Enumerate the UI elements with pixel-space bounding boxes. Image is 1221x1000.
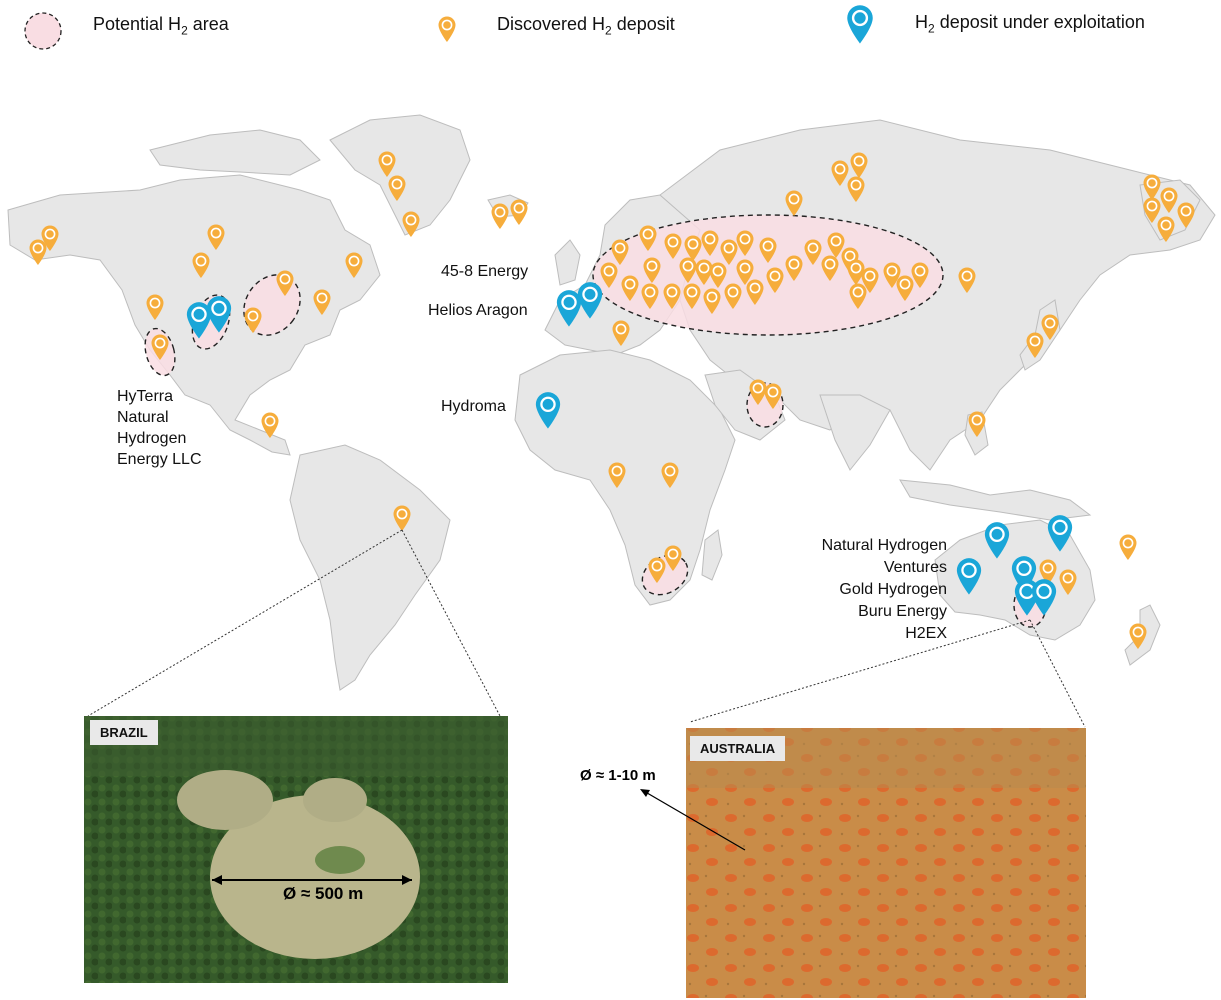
company-h2ex: H2EX xyxy=(905,625,947,642)
india xyxy=(819,394,891,471)
brazil-photo-title: BRAZIL xyxy=(90,720,158,745)
callout-lines xyxy=(87,529,1086,728)
legend-potential-text: Potential H xyxy=(93,14,182,34)
brazil-measure-label: Ø ≈ 500 m xyxy=(283,884,364,903)
discovered-deposit-pin-icon xyxy=(1118,533,1138,561)
brazil-photo xyxy=(84,716,508,983)
legend-exploited-text: H xyxy=(915,12,928,32)
legend-potential-subscript: 2 xyxy=(181,23,188,38)
australia-photo-title: AUSTRALIA xyxy=(690,736,786,761)
legend-discovered-label: Discovered H2 deposit xyxy=(497,14,675,38)
legend-discovered-text: Discovered H xyxy=(497,14,606,34)
company-45-8-energy: 45-8 Energy xyxy=(441,263,529,280)
company-natural-hydrogen: Natural Hydrogen xyxy=(821,537,947,554)
australia-photo xyxy=(640,728,1086,998)
madagascar xyxy=(701,529,723,581)
company-buru-energy: Buru Energy xyxy=(858,603,947,620)
company-ventures: Ventures xyxy=(883,559,947,576)
company-hyterra-line1: HyTerra xyxy=(117,388,174,405)
discovered-deposit-pin-icon xyxy=(490,202,510,230)
discovered-deposit-pin-icon xyxy=(509,198,529,226)
legend-exploited-suffix: deposit under exploitation xyxy=(934,12,1145,32)
australia xyxy=(934,519,1096,641)
exploited-deposit-legend-icon xyxy=(845,3,875,45)
legend-potential-area-label: Potential H2 area xyxy=(93,14,229,38)
legend-exploited-subscript: 2 xyxy=(928,21,935,36)
company-hyterra-line4: Energy LLC xyxy=(117,451,202,468)
legend-potential-suffix: area xyxy=(187,14,229,34)
brazil-clearing xyxy=(210,795,420,959)
indonesia xyxy=(899,479,1092,521)
legend-exploited-label: H2 deposit under exploitation xyxy=(915,12,1145,36)
company-hyterra-line3: Hydrogen xyxy=(117,430,187,447)
company-gold-hydrogen: Gold Hydrogen xyxy=(839,581,947,598)
australia-measure-arrow xyxy=(641,789,746,851)
south-america xyxy=(289,444,451,691)
discovered-deposit-pin-icon xyxy=(28,238,48,266)
company-hydroma: Hydroma xyxy=(441,398,506,415)
discovered-deposit-legend-icon xyxy=(437,15,457,43)
company-australia-list: Natural Hydrogen Ventures Gold Hydrogen … xyxy=(790,535,947,645)
legend-discovered-subscript: 2 xyxy=(605,23,612,38)
britain xyxy=(554,239,581,286)
company-hyterra-line2: Natural xyxy=(117,409,169,426)
company-hyterra: HyTerra Natural Hydrogen Energy LLC xyxy=(117,386,202,470)
arctic-islands xyxy=(149,129,321,176)
legend xyxy=(24,3,875,50)
legend-discovered-suffix: deposit xyxy=(611,14,675,34)
potential-area-swatch xyxy=(24,12,62,50)
company-helios-aragon: Helios Aragon xyxy=(428,302,528,319)
africa xyxy=(514,349,736,606)
greenland xyxy=(329,114,471,236)
australia-measure-label: Ø ≈ 1-10 m xyxy=(580,767,656,784)
